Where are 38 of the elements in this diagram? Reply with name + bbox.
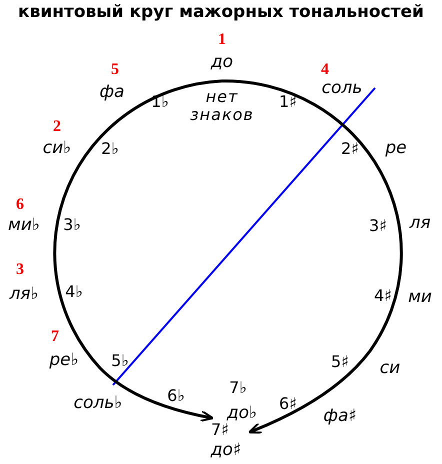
key-name: фа♯ [323,406,357,426]
key-name: соль [322,78,362,98]
order-number: 6 [16,196,24,214]
sign-count: 3♭ [63,216,81,234]
key-name: соль♭ [74,393,122,413]
key-name: ми [408,287,432,307]
key-name: ми♭ [8,215,40,235]
sign-count: 5♯ [331,353,349,371]
key-name: до♭ [226,403,258,423]
sign-count: 5♭ [111,352,129,370]
title: квинтовый круг мажорных тональностей [17,1,425,24]
sign-count: 4♭ [65,283,83,301]
key-name: си♭ [42,138,72,158]
sign-count: 2♯ [341,140,359,158]
sign-count: 7♭ [229,379,247,397]
sign-count: 3♯ [369,217,387,235]
sign-count: 6♭ [167,387,185,405]
arc-arrow [53,80,222,422]
order-number: 5 [111,61,119,79]
key-name: ля♭ [9,284,39,304]
order-number: 3 [16,261,24,279]
key-signature-note: нет знаков [189,88,255,124]
sign-count: 1♯ [279,93,297,111]
key-name: до♯ [210,440,242,460]
sign-count: 4♯ [374,287,392,305]
sign-count: 2♭ [101,140,119,158]
sign-count: 7♯ [211,421,229,439]
key-name: фа [100,82,124,102]
order-number: 4 [321,61,329,79]
key-name: си [380,358,400,378]
key-name: ля [409,213,431,233]
key-name: ре [385,138,407,158]
order-number: 1 [218,31,226,49]
key-name: ре♭ [49,350,79,370]
order-number: 2 [53,118,61,136]
arc-arrow [222,80,403,434]
order-number: 7 [51,328,59,346]
sign-count: 6♯ [279,395,297,413]
